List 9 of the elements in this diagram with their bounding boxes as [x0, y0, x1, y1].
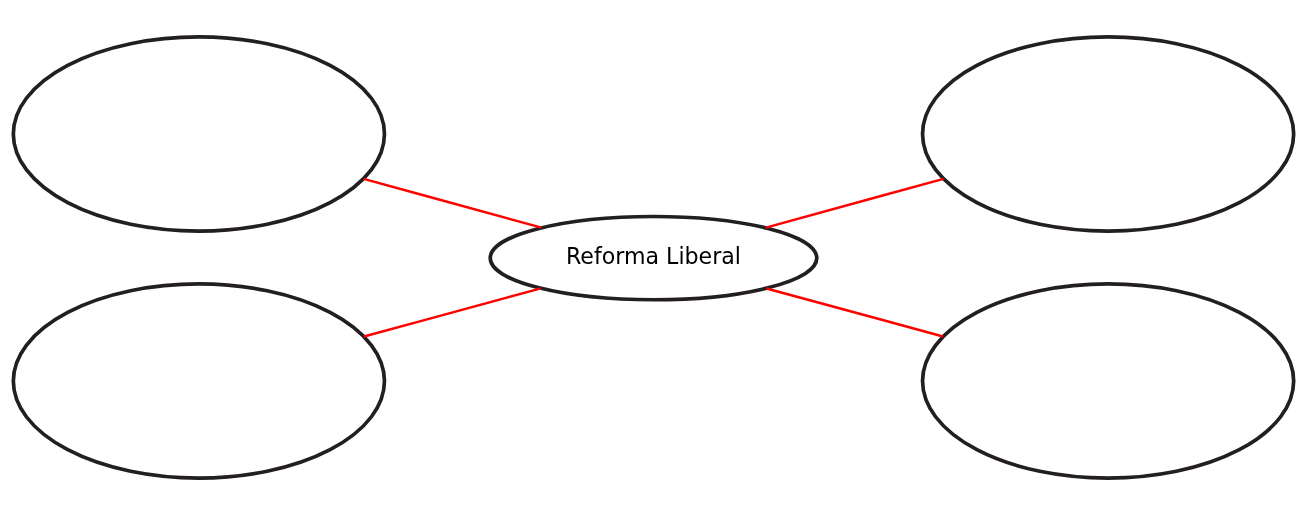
node-cloud	[11, 35, 387, 233]
node-ellipse: Reforma Liberal	[488, 214, 819, 302]
connector	[766, 287, 944, 338]
node-cloud	[920, 282, 1296, 480]
node-cloud	[11, 282, 387, 480]
connector	[363, 177, 542, 229]
node-cloud	[920, 35, 1296, 233]
connector	[765, 177, 944, 229]
connector	[363, 287, 542, 338]
